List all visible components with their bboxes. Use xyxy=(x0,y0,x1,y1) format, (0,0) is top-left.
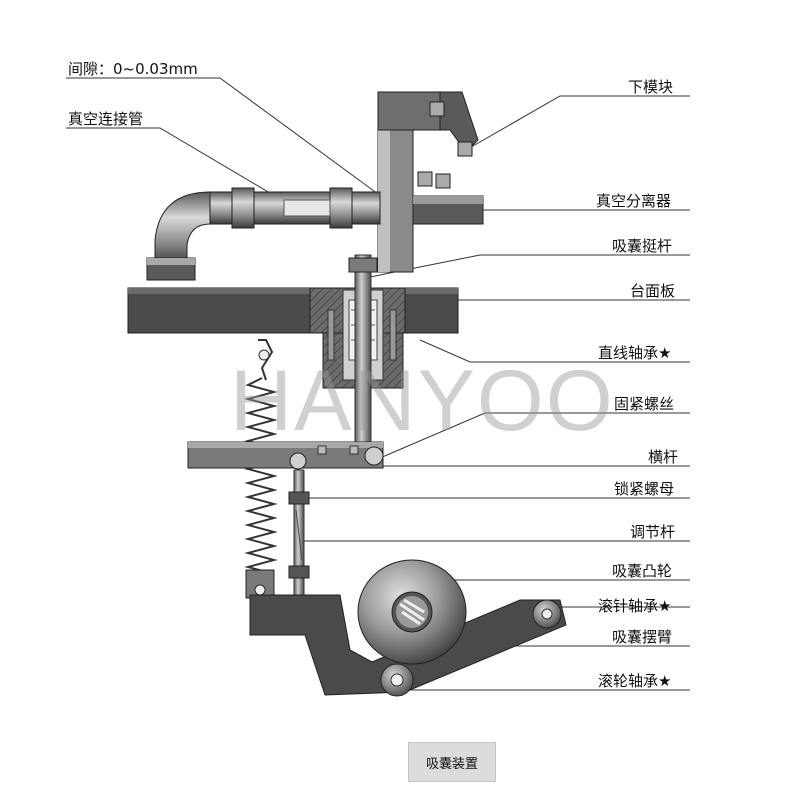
label-lock-nut: 锁紧螺母 xyxy=(614,480,675,498)
roller-bearing xyxy=(380,663,414,697)
needle-bearing xyxy=(532,599,562,629)
cross-bar xyxy=(187,441,384,470)
label-adjust-rod: 调节杆 xyxy=(630,523,676,541)
label-capsule-cam: 吸囊凸轮 xyxy=(612,562,673,580)
label-roller-bearing: 滚轮轴承★ xyxy=(598,672,672,690)
vacuum-tube xyxy=(146,187,381,281)
label-vacuum-tube: 真空连接管 xyxy=(68,110,144,128)
swing-arm xyxy=(249,594,567,696)
table-plate xyxy=(127,287,459,334)
vacuum-separator xyxy=(377,91,484,273)
label-set-screw: 固紧螺丝 xyxy=(614,395,675,413)
label-gap: 间隙：0~0.03mm xyxy=(68,60,198,78)
label-capsule-push-rod: 吸囊挺杆 xyxy=(612,237,673,255)
return-spring xyxy=(244,339,278,599)
label-linear-bearing: 直线轴承★ xyxy=(598,344,672,362)
label-cross-bar: 横杆 xyxy=(648,448,679,466)
adjust-rod xyxy=(288,469,310,596)
label-table-plate: 台面板 xyxy=(630,282,676,300)
label-lower-die: 下模块 xyxy=(628,78,674,96)
caption-text: 吸囊装置 xyxy=(425,756,478,772)
push-rod xyxy=(348,254,378,456)
capsule-cam xyxy=(357,559,467,665)
caption-box: 吸囊装置 xyxy=(408,742,496,782)
label-swing-arm: 吸囊摆臂 xyxy=(612,628,673,646)
watermark-text: HANYOO xyxy=(230,353,615,449)
lower-die xyxy=(417,91,479,189)
label-needle-bearing: 滚针轴承★ xyxy=(598,597,672,615)
label-vacuum-separator: 真空分离器 xyxy=(596,192,672,210)
